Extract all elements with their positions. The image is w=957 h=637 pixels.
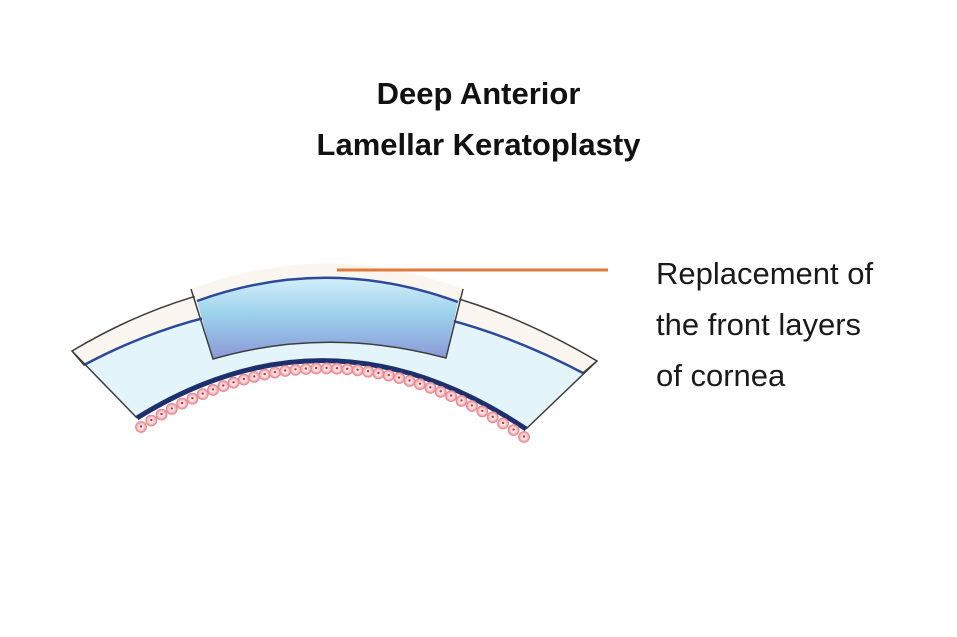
endothelial-cell-nucleus [222,384,225,387]
graft-stroma [197,277,458,359]
endothelial-cell-nucleus [512,428,515,431]
endothelial-cell-nucleus [191,397,194,400]
endothelium-cells [135,362,530,443]
endothelial-cell-nucleus [304,367,308,370]
endothelial-cell-nucleus [408,379,411,382]
annotation-line-1: Replacement of [656,256,874,291]
endothelial-cell-nucleus [418,382,422,385]
endothelial-cell-nucleus [253,375,256,378]
endothelial-cell-nucleus [211,388,215,391]
endothelial-cell-nucleus [470,404,474,407]
diagram-title-line-1: Deep Anterior [376,76,581,111]
endothelial-cell-nucleus [491,415,494,418]
endothelial-cell-nucleus [356,368,359,371]
endothelial-cell-nucleus [460,399,463,402]
endothelial-cell-nucleus [501,421,505,425]
annotation-line-2: the front layers [656,307,862,342]
diagram-title-line-2: Lamellar Keratoplasty [316,127,641,162]
endothelial-cell-nucleus [397,376,401,379]
endothelial-cell-nucleus [387,373,390,377]
endothelial-cell-nucleus [449,394,453,397]
endothelial-cell-nucleus [170,407,173,410]
endothelial-cell-nucleus [160,412,163,416]
annotation-line-3: of cornea [656,358,786,393]
endothelial-cell-nucleus [201,392,204,395]
graft-epithelium [191,263,463,302]
endothelial-cell-nucleus [377,371,380,375]
endothelial-cell-nucleus [346,367,349,370]
stroma-outline [71,350,598,430]
annotation-label: Replacement of the front layers of corne… [656,248,873,401]
endothelial-cell-nucleus [263,372,266,376]
endothelial-cell-nucleus [284,369,287,372]
endothelial-cell-nucleus [315,366,318,370]
endothelial-cell-nucleus [335,367,339,370]
endothelial-cell-nucleus [232,381,235,384]
endothelial-cell-nucleus [522,435,526,438]
endothelial-cell-nucleus [150,418,153,422]
graft-outline [190,288,464,360]
descemet-membrane [135,358,528,432]
endothelial-cell-nucleus [439,390,442,393]
endothelial-cell-nucleus [294,368,297,371]
endothelial-cell-nucleus [366,370,370,373]
donor-graft [190,263,464,360]
endothelial-cell-nucleus [273,370,277,374]
endothelial-cell-nucleus [180,401,184,405]
graft-bowman-layer [196,276,459,304]
endothelial-cell-nucleus [139,425,143,428]
endothelial-cell-nucleus [242,377,246,381]
endothelial-cell-nucleus [429,386,432,389]
endothelial-cell-nucleus [481,409,484,413]
endothelial-cell-nucleus [325,366,328,370]
